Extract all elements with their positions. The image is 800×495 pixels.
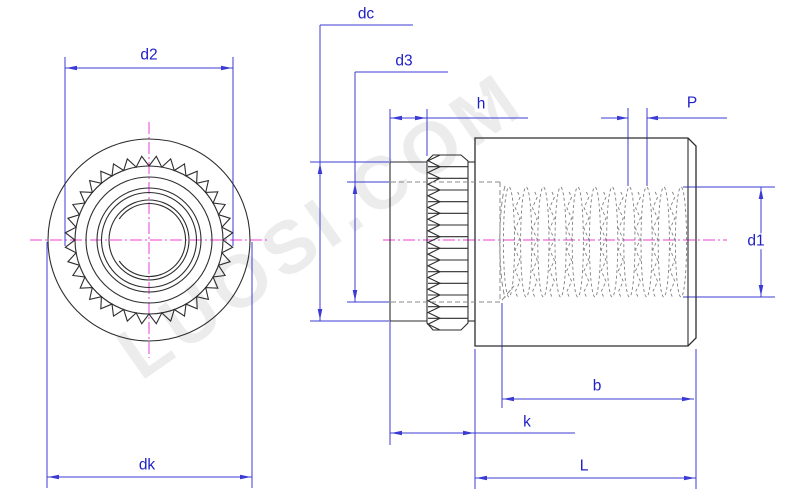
thread-major-arc <box>118 202 187 278</box>
pilot-shank <box>389 161 427 322</box>
dim-label-b: b <box>590 377 604 395</box>
dim-label-h: h <box>474 95 488 113</box>
front-view <box>47 138 251 342</box>
knurl-texture <box>426 154 468 331</box>
knurl-ring-outline <box>426 154 469 331</box>
side-view <box>389 137 697 347</box>
dim-label-d1: d1 <box>745 232 767 250</box>
chamfer-circle-inner <box>100 191 198 289</box>
dim-label-l: L <box>577 457 591 475</box>
dim-label-d3: d3 <box>393 52 415 70</box>
body-outline <box>474 137 697 347</box>
dimension-lines <box>46 24 775 489</box>
internal-thread-texture <box>502 186 688 298</box>
serration-teeth <box>64 155 234 325</box>
thread-minor-circle <box>108 199 190 281</box>
dim-label-dk: dk <box>136 456 158 474</box>
dim-label-p: P <box>684 94 700 112</box>
dim-label-k: k <box>521 413 533 431</box>
flange-outline-circle <box>47 138 251 342</box>
dim-label-dc: dc <box>355 5 377 23</box>
hidden-bore-lines <box>391 181 515 303</box>
dimension-arrowheads <box>48 65 764 481</box>
chamfer-circle-outer <box>96 187 202 293</box>
shank-circle <box>85 176 213 304</box>
dim-label-d2: d2 <box>138 46 160 64</box>
